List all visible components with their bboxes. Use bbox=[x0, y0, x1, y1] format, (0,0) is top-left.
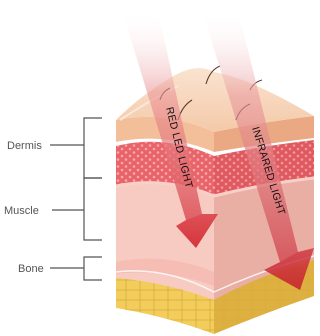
dermis-bracket bbox=[50, 118, 102, 178]
muscle-label: Muscle bbox=[4, 205, 39, 217]
bone-bracket bbox=[50, 257, 102, 280]
bone-label: Bone bbox=[18, 263, 44, 275]
dermis-label: Dermis bbox=[7, 140, 42, 152]
muscle-bracket bbox=[52, 178, 102, 240]
